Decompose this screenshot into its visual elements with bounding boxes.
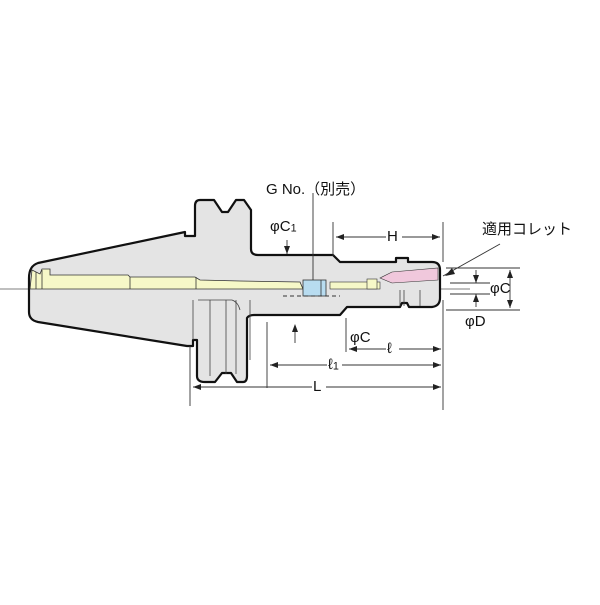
phi-c-bottom-label: φC xyxy=(350,329,371,346)
collet xyxy=(379,267,439,284)
bore xyxy=(29,268,304,290)
ell1-symbol: ℓ xyxy=(328,356,333,373)
phi-c1-subscript: 1 xyxy=(290,222,297,235)
g-no-screw xyxy=(302,279,327,297)
flange-inner-curve xyxy=(198,299,241,311)
phi-d-label: φD xyxy=(465,313,486,330)
ell-label: ℓ xyxy=(387,340,392,357)
arrowheads xyxy=(193,234,513,390)
applicable-collet-label: 適用コレット xyxy=(482,221,573,238)
L-label: L xyxy=(313,378,322,395)
h-dimension-label: H xyxy=(387,228,398,245)
bore-step xyxy=(366,278,378,290)
holder-body xyxy=(27,198,442,384)
phi-c-right-label: φC xyxy=(490,280,511,297)
g-no-label: G No.（別売） xyxy=(266,181,366,198)
ell1-subscript: 1 xyxy=(332,360,339,373)
phi-c1-label: φC1 xyxy=(270,219,297,234)
bore-front xyxy=(329,281,381,290)
ell1-label: ℓ1 xyxy=(328,357,339,372)
phi-c1-symbol: φC xyxy=(270,218,291,235)
